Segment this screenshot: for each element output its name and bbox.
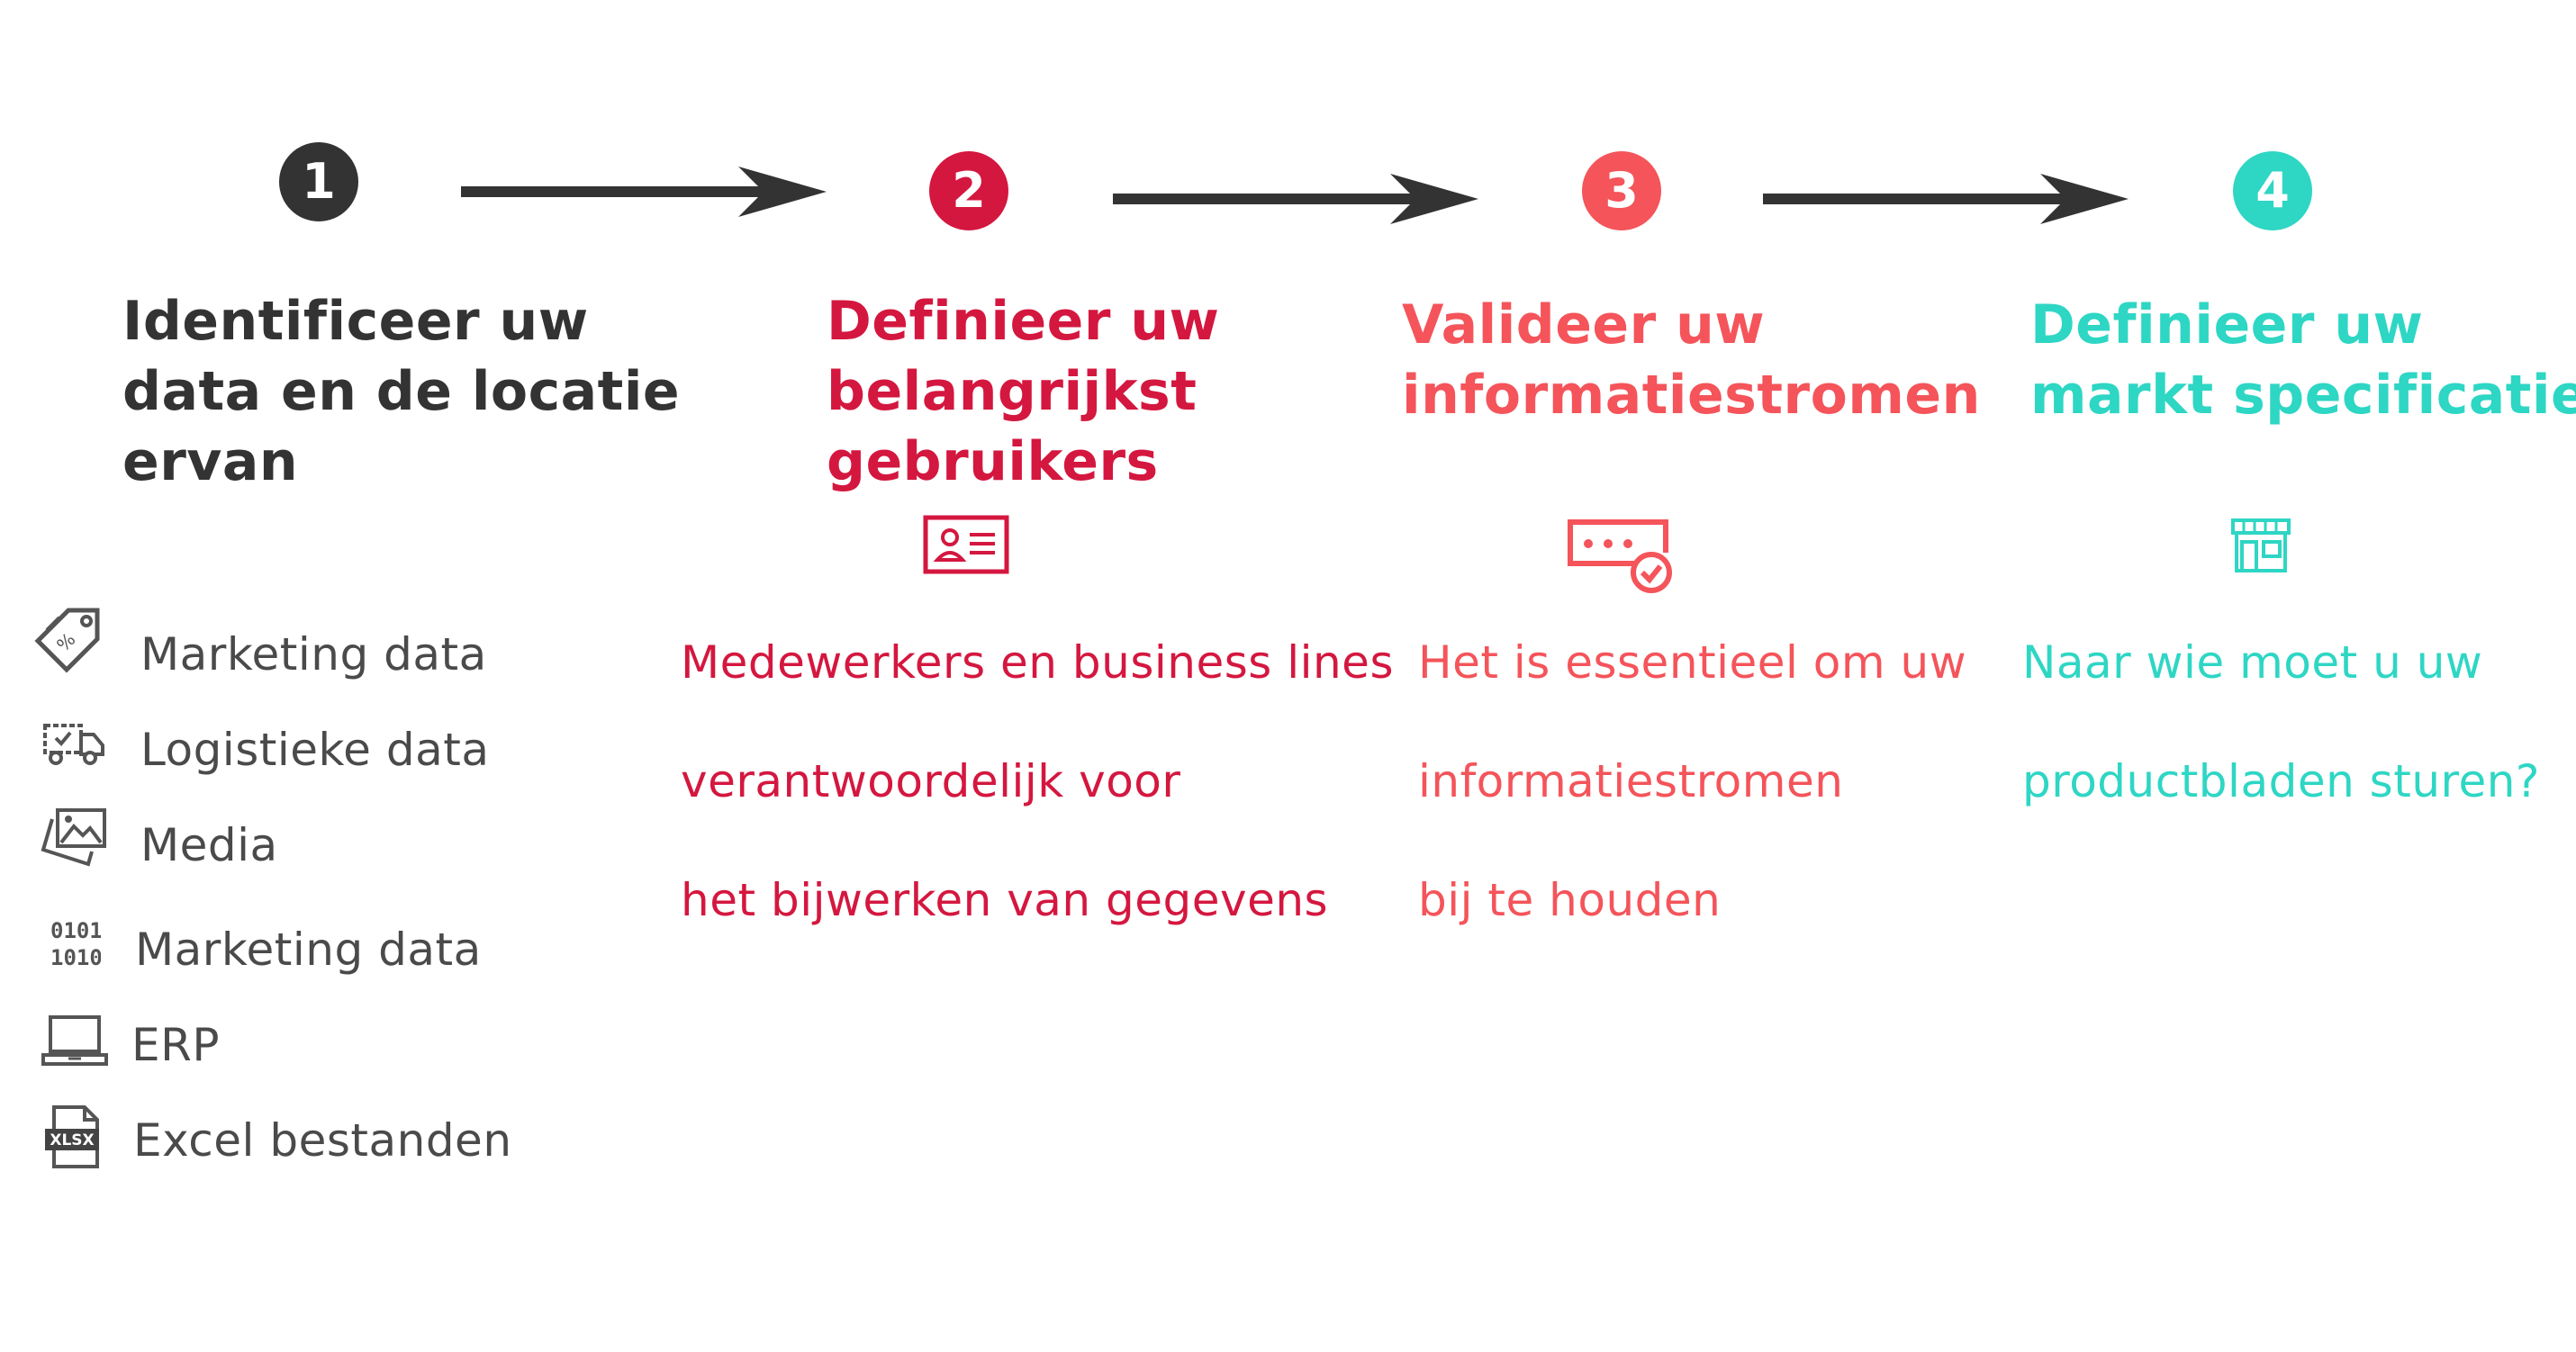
step-3-title: Valideer uw informatiestromen bbox=[1402, 293, 1981, 427]
xlsx-file-icon: XLSX bbox=[45, 1105, 99, 1168]
source-label-marketing-data-1: Marketing data bbox=[140, 628, 487, 681]
delivery-truck-icon bbox=[43, 724, 104, 765]
laptop-icon bbox=[41, 1015, 108, 1066]
svg-text:0101: 0101 bbox=[50, 918, 101, 943]
arrow-1-to-2 bbox=[461, 167, 827, 217]
binary-data-icon: 0101 1010 bbox=[50, 918, 101, 969]
svg-text:XLSX: XLSX bbox=[50, 1131, 94, 1149]
step-4-title: Definieer uw markt specificaties bbox=[2030, 293, 2576, 427]
step-2-desc-line-1: Medewerkers en business lines bbox=[681, 636, 1394, 689]
step-3-number: 3 bbox=[1582, 151, 1661, 230]
password-check-icon bbox=[1568, 519, 1672, 593]
step-3-desc-line-3: bij te houden bbox=[1418, 874, 1722, 926]
step-2-desc-line-3: het bijwerken van gegevens bbox=[681, 874, 1329, 926]
svg-text:1010: 1010 bbox=[50, 945, 101, 969]
step-2-number: 2 bbox=[929, 151, 1008, 230]
source-label-erp: ERP bbox=[131, 1019, 220, 1071]
step-4-desc-line-1: Naar wie moet u uw bbox=[2022, 636, 2483, 689]
step-1-number: 1 bbox=[279, 142, 358, 221]
step-2-desc-line-2: verantwoordelijk voor bbox=[681, 755, 1181, 807]
step-3-desc-line-1: Het is essentieel om uw bbox=[1418, 636, 1967, 689]
id-card-icon bbox=[923, 515, 1009, 574]
source-label-marketing-data-2: Marketing data bbox=[135, 924, 482, 976]
source-label-logistieke-data: Logistieke data bbox=[140, 724, 490, 776]
svg-text:%: % bbox=[52, 628, 79, 655]
step-4-desc-line-2: productbladen sturen? bbox=[2022, 755, 2540, 807]
source-label-media: Media bbox=[140, 819, 278, 871]
step-1-title: Identificeer uw data en de locatie ervan bbox=[122, 290, 681, 493]
step-2-title: Definieer uw belangrijkst gebruikers bbox=[827, 290, 1220, 493]
arrow-3-to-4 bbox=[1763, 174, 2129, 224]
price-tag-icon: % bbox=[34, 608, 100, 673]
arrow-2-to-3 bbox=[1113, 174, 1478, 224]
source-label-excel-bestanden: Excel bestanden bbox=[133, 1114, 512, 1167]
image-gallery-icon bbox=[41, 808, 106, 867]
store-icon bbox=[2231, 518, 2291, 572]
step-3-desc-line-2: informatiestromen bbox=[1418, 755, 1844, 807]
step-4-number: 4 bbox=[2233, 151, 2312, 230]
